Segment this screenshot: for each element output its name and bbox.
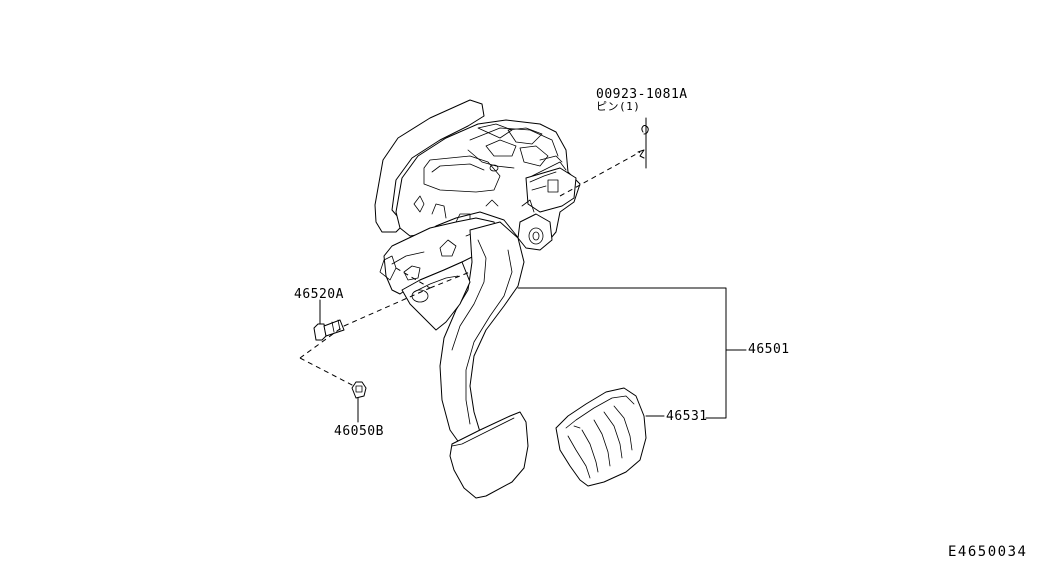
diagram-code-label: E4650034	[948, 544, 1028, 560]
pin-drawing	[637, 123, 649, 169]
nut-drawing	[351, 381, 367, 399]
pin-part-number-label: 00923-1081A	[596, 87, 688, 102]
pedal-arm-drawing	[379, 199, 553, 445]
pin-quantity-note: ピン(1)	[596, 100, 641, 113]
pedal-pad-part-drawing	[555, 387, 647, 487]
bolt-part-number-label: 46520A	[294, 287, 344, 302]
pedal-assembly-part-number-label: 46501	[748, 342, 790, 357]
pedal-pad-part-number-label: 46531	[666, 409, 708, 424]
assembly-dashed-lines	[299, 151, 641, 387]
bolt-drawing	[313, 319, 345, 341]
leader-lines	[319, 117, 747, 423]
pedal-foot-pad-drawing	[449, 411, 529, 499]
nut-part-number-label: 46050B	[334, 424, 384, 439]
